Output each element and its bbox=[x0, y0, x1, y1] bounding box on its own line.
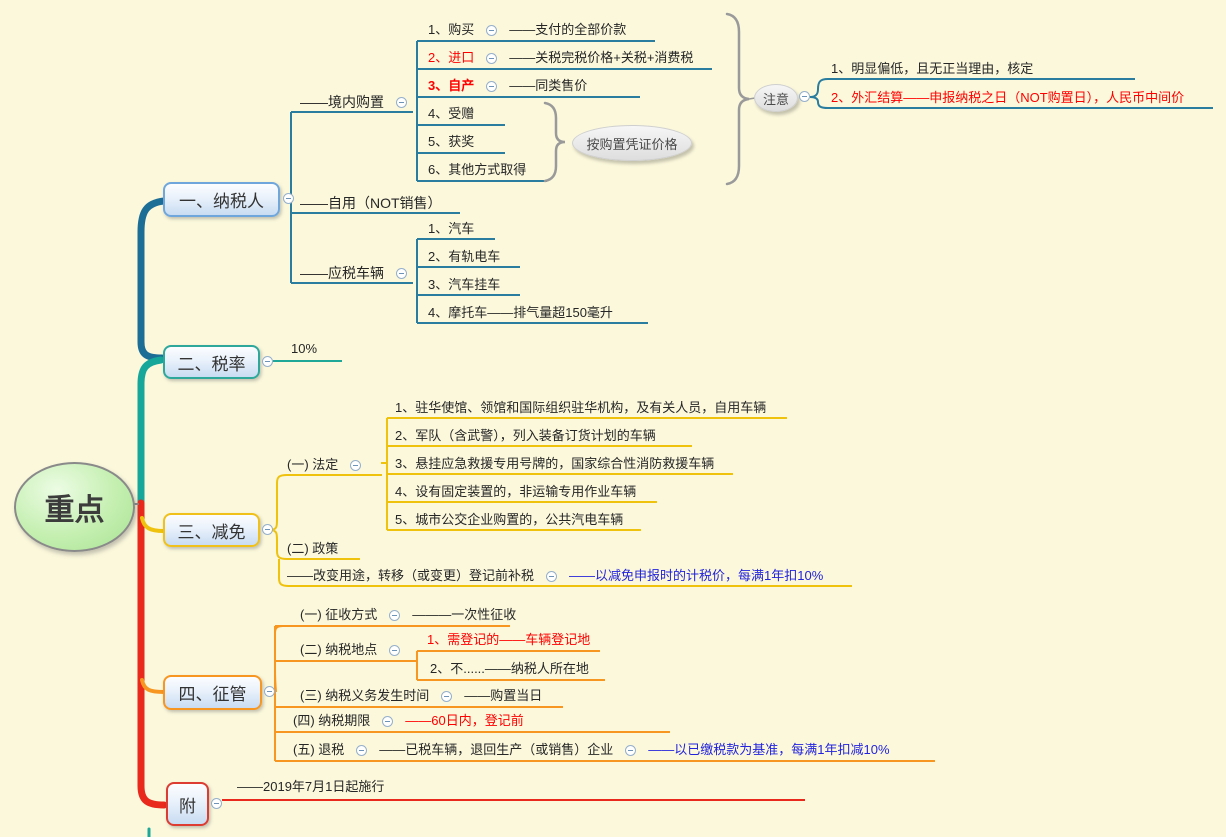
topic-relief[interactable]: 三、减免 bbox=[163, 513, 260, 547]
node-label: 2、进口 bbox=[428, 50, 475, 65]
node-import[interactable]: 2、进口 ——关税完税价格+关税+消费税 bbox=[428, 49, 693, 67]
node-note: ——60日内，登记前 bbox=[405, 713, 524, 728]
node-purchase[interactable]: 1、购买 ——支付的全部价款 bbox=[428, 21, 626, 39]
node-gift[interactable]: 4、受赠 bbox=[428, 106, 475, 121]
node-relief-policy[interactable]: (二) 政策 bbox=[287, 541, 339, 556]
collapse-icon[interactable] bbox=[262, 356, 273, 367]
central-topic[interactable]: 重点 bbox=[14, 462, 135, 552]
node-label: (二) 纳税地点 bbox=[300, 642, 378, 657]
node-legal-1[interactable]: 1、驻华使馆、领馆和国际组织驻华机构，及有关人员，自用车辆 bbox=[395, 400, 767, 415]
node-self-use[interactable]: ——自用（NOT销售） bbox=[300, 195, 442, 211]
collapse-icon[interactable] bbox=[350, 459, 362, 471]
node-label: (四) 纳税期限 bbox=[293, 713, 371, 728]
brace-small bbox=[543, 101, 566, 183]
node-legal-2[interactable]: 2、军队（含武警），列入装备订货计划的车辆 bbox=[395, 428, 656, 443]
elbow-relief bbox=[140, 516, 166, 533]
collapse-icon[interactable] bbox=[389, 609, 401, 621]
node-label: ——改变用途，转移（或变更）登记前补税 bbox=[287, 568, 535, 583]
collapse-icon[interactable] bbox=[486, 24, 498, 36]
node-label: 1、购买 bbox=[428, 22, 475, 37]
node-label: (一) 法定 bbox=[287, 457, 339, 472]
node-legal-5[interactable]: 5、城市公交企业购置的，公共汽电车辆 bbox=[395, 512, 624, 527]
collapse-icon[interactable] bbox=[486, 80, 498, 92]
node-motorcycle[interactable]: 4、摩托车——排气量超150毫升 bbox=[428, 305, 613, 320]
node-policy-detail[interactable]: ——改变用途，转移（或变更）登记前补税 ——以减免申报时的计税价，每满1年扣10… bbox=[287, 567, 823, 585]
node-note: ——同类售价 bbox=[509, 78, 588, 93]
node-collection-method[interactable]: (一) 征收方式 ———一次性征收 bbox=[300, 606, 516, 624]
collapse-icon[interactable] bbox=[546, 570, 558, 582]
node-label: 3、自产 bbox=[428, 78, 475, 93]
callout-voucher-price[interactable]: 按购置凭证价格 bbox=[572, 125, 692, 161]
node-label: (五) 退税 bbox=[293, 742, 345, 757]
node-note: ——购置当日 bbox=[464, 688, 543, 703]
node-annex-date[interactable]: ——2019年7月1日起施行 bbox=[237, 779, 385, 794]
node-taxable-vehicles[interactable]: ——应税车辆 bbox=[300, 264, 407, 282]
collapse-icon[interactable] bbox=[389, 644, 401, 656]
node-notice-2[interactable]: 2、外汇结算——申报纳税之日（NOT购置日），人民币中间价 bbox=[831, 90, 1185, 105]
node-trailer[interactable]: 3、汽车挂车 bbox=[428, 277, 501, 292]
collapse-icon[interactable] bbox=[211, 798, 222, 809]
topic-tax-rate[interactable]: 二、税率 bbox=[163, 345, 260, 379]
node-label: (一) 征收方式 bbox=[300, 607, 378, 622]
trunk-taxpayer bbox=[137, 197, 168, 362]
node-note: ——已税车辆，退回生产（或销售）企业 bbox=[379, 742, 614, 757]
node-other-ways[interactable]: 6、其他方式取得 bbox=[428, 162, 527, 177]
elbow-admin bbox=[140, 678, 166, 694]
collapse-icon[interactable] bbox=[264, 686, 275, 697]
collapse-icon[interactable] bbox=[486, 52, 498, 64]
node-note: ——关税完税价格+关税+消费税 bbox=[509, 50, 694, 65]
node-domestic-purchase[interactable]: ——境内购置 bbox=[300, 93, 407, 111]
node-note: ——以减免申报时的计税价，每满1年扣10% bbox=[569, 568, 824, 583]
callout-notice[interactable]: 注意 bbox=[754, 84, 798, 112]
node-tax-place-unregistered[interactable]: 2、不......——纳税人所在地 bbox=[430, 661, 589, 676]
collapse-icon[interactable] bbox=[625, 744, 637, 756]
collapse-icon[interactable] bbox=[396, 96, 407, 108]
node-car[interactable]: 1、汽车 bbox=[428, 221, 475, 236]
node-label: ——境内购置 bbox=[300, 94, 384, 110]
topic-taxpayer[interactable]: 一、纳税人 bbox=[163, 182, 280, 217]
node-note-2: ——以已缴税款为基准，每满1年扣减10% bbox=[648, 742, 890, 757]
collapse-icon[interactable] bbox=[262, 524, 273, 535]
node-award[interactable]: 5、获奖 bbox=[428, 134, 475, 149]
node-label: (三) 纳税义务发生时间 bbox=[300, 688, 430, 703]
node-self-produced[interactable]: 3、自产 ——同类售价 bbox=[428, 77, 587, 95]
node-note: ——支付的全部价款 bbox=[509, 22, 627, 37]
node-obligation-time[interactable]: (三) 纳税义务发生时间 ——购置当日 bbox=[300, 687, 542, 705]
node-note: ———一次性征收 bbox=[412, 607, 517, 622]
topic-administration[interactable]: 四、征管 bbox=[163, 675, 262, 710]
node-legal-3[interactable]: 3、悬挂应急救援专用号牌的，国家综合性消防救援车辆 bbox=[395, 456, 715, 471]
node-legal-4[interactable]: 4、设有固定装置的，非运输专用作业车辆 bbox=[395, 484, 637, 499]
node-notice-1[interactable]: 1、明显偏低，且无正当理由，核定 bbox=[831, 61, 1034, 76]
node-tax-place[interactable]: (二) 纳税地点 bbox=[300, 641, 401, 659]
node-label: ——应税车辆 bbox=[300, 265, 384, 281]
collapse-icon[interactable] bbox=[283, 193, 294, 204]
node-tax-place-registered[interactable]: 1、需登记的——车辆登记地 bbox=[427, 632, 591, 647]
collapse-icon[interactable] bbox=[441, 690, 453, 702]
trunk-rate bbox=[137, 356, 165, 510]
node-relief-legal[interactable]: (一) 法定 bbox=[287, 456, 362, 474]
node-tax-refund[interactable]: (五) 退税 ——已税车辆，退回生产（或销售）企业 ——以已缴税款为基准，每满1… bbox=[293, 741, 890, 759]
node-rate-value[interactable]: 10% bbox=[291, 341, 318, 356]
node-tax-deadline[interactable]: (四) 纳税期限 ——60日内，登记前 bbox=[293, 712, 524, 730]
collapse-icon[interactable] bbox=[356, 744, 368, 756]
collapse-icon[interactable] bbox=[396, 267, 407, 279]
topic-annex[interactable]: 附 bbox=[166, 782, 209, 826]
node-tram[interactable]: 2、有轨电车 bbox=[428, 249, 501, 264]
trunk-annex bbox=[137, 499, 168, 809]
brace-large bbox=[725, 12, 750, 186]
collapse-icon[interactable] bbox=[382, 715, 394, 727]
collapse-icon[interactable] bbox=[799, 91, 810, 102]
